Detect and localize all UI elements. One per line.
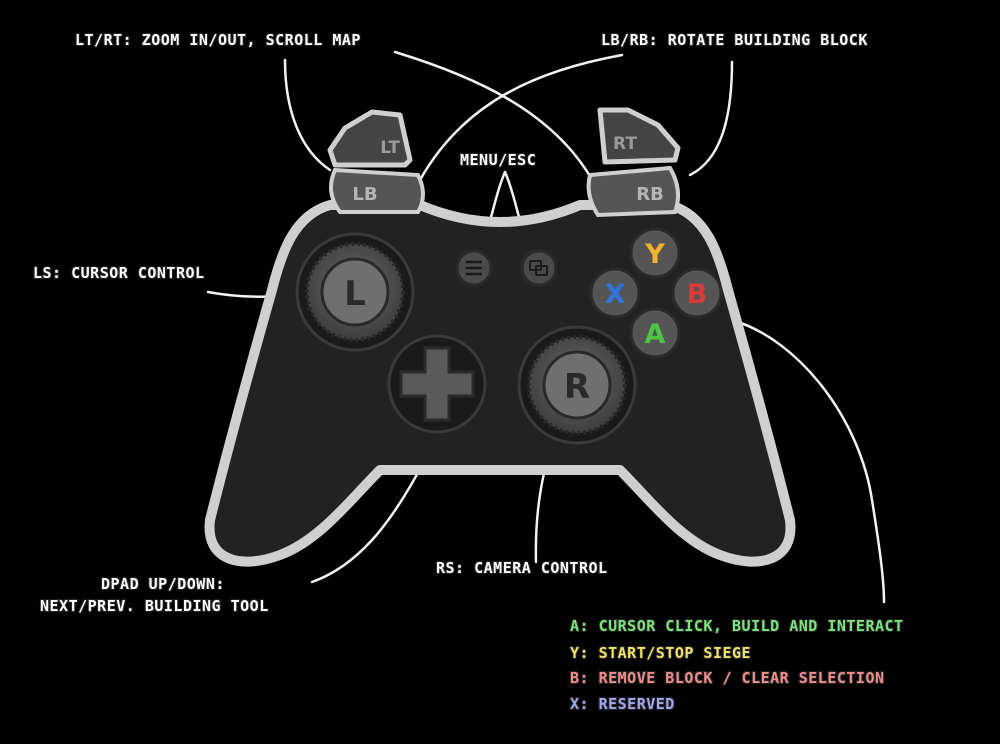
lb-rb-callout: LB/RB: ROTATE BUILDING BLOCK — [601, 31, 868, 49]
dpad-callout-line1: DPAD UP/DOWN: — [101, 575, 225, 593]
rt-trigger[interactable]: RT — [597, 107, 681, 165]
lt-rt-line-left — [283, 58, 332, 172]
dpad[interactable] — [387, 334, 487, 434]
a-letter: A — [645, 319, 666, 350]
rb-label: RB — [636, 184, 664, 205]
y-button[interactable]: Y — [629, 227, 681, 279]
view-button[interactable] — [520, 249, 558, 287]
lb-bumper[interactable]: LB — [329, 167, 425, 214]
a-button[interactable]: A — [629, 307, 681, 359]
lb-rb-line-right — [688, 60, 734, 177]
dpad-callout-line2: NEXT/PREV. BUILDING TOOL — [40, 597, 269, 615]
rt-label: RT — [613, 134, 637, 154]
rb-bumper[interactable]: RB — [586, 165, 681, 218]
left-stick[interactable]: L — [295, 232, 415, 352]
ls-letter: L — [344, 274, 366, 314]
lt-trigger[interactable]: LT — [327, 109, 413, 168]
rs-callout: RS: CAMERA CONTROL — [436, 559, 608, 577]
lb-rb-line-left — [418, 53, 624, 182]
menu-callout: MENU/ESC — [460, 151, 537, 169]
lt-rt-callout: LT/RT: ZOOM IN/OUT, SCROLL MAP — [75, 31, 361, 49]
face-buttons-line — [730, 318, 886, 604]
y-letter: Y — [644, 239, 665, 270]
b-button[interactable]: B — [671, 267, 723, 319]
view-icon — [529, 260, 548, 276]
controller-body — [204, 200, 796, 567]
menu-icon — [466, 260, 482, 276]
lt-label: LT — [380, 138, 400, 158]
lt-rt-line-right — [393, 50, 597, 187]
right-stick[interactable]: R — [517, 325, 637, 445]
lb-label: LB — [352, 184, 377, 205]
menu-button[interactable] — [455, 249, 493, 287]
legend-y: Y: START/STOP SIEGE — [570, 644, 752, 662]
rs-letter: R — [564, 367, 590, 407]
legend-b: B: REMOVE BLOCK / CLEAR SELECTION — [570, 669, 885, 687]
x-button[interactable]: X — [589, 267, 641, 319]
legend-x: X: RESERVED — [570, 695, 675, 713]
legend-a: A: CURSOR CLICK, BUILD AND INTERACT — [570, 617, 904, 635]
ls-callout: LS: CURSOR CONTROL — [33, 264, 205, 282]
x-letter: X — [605, 279, 626, 310]
b-letter: B — [687, 279, 708, 310]
